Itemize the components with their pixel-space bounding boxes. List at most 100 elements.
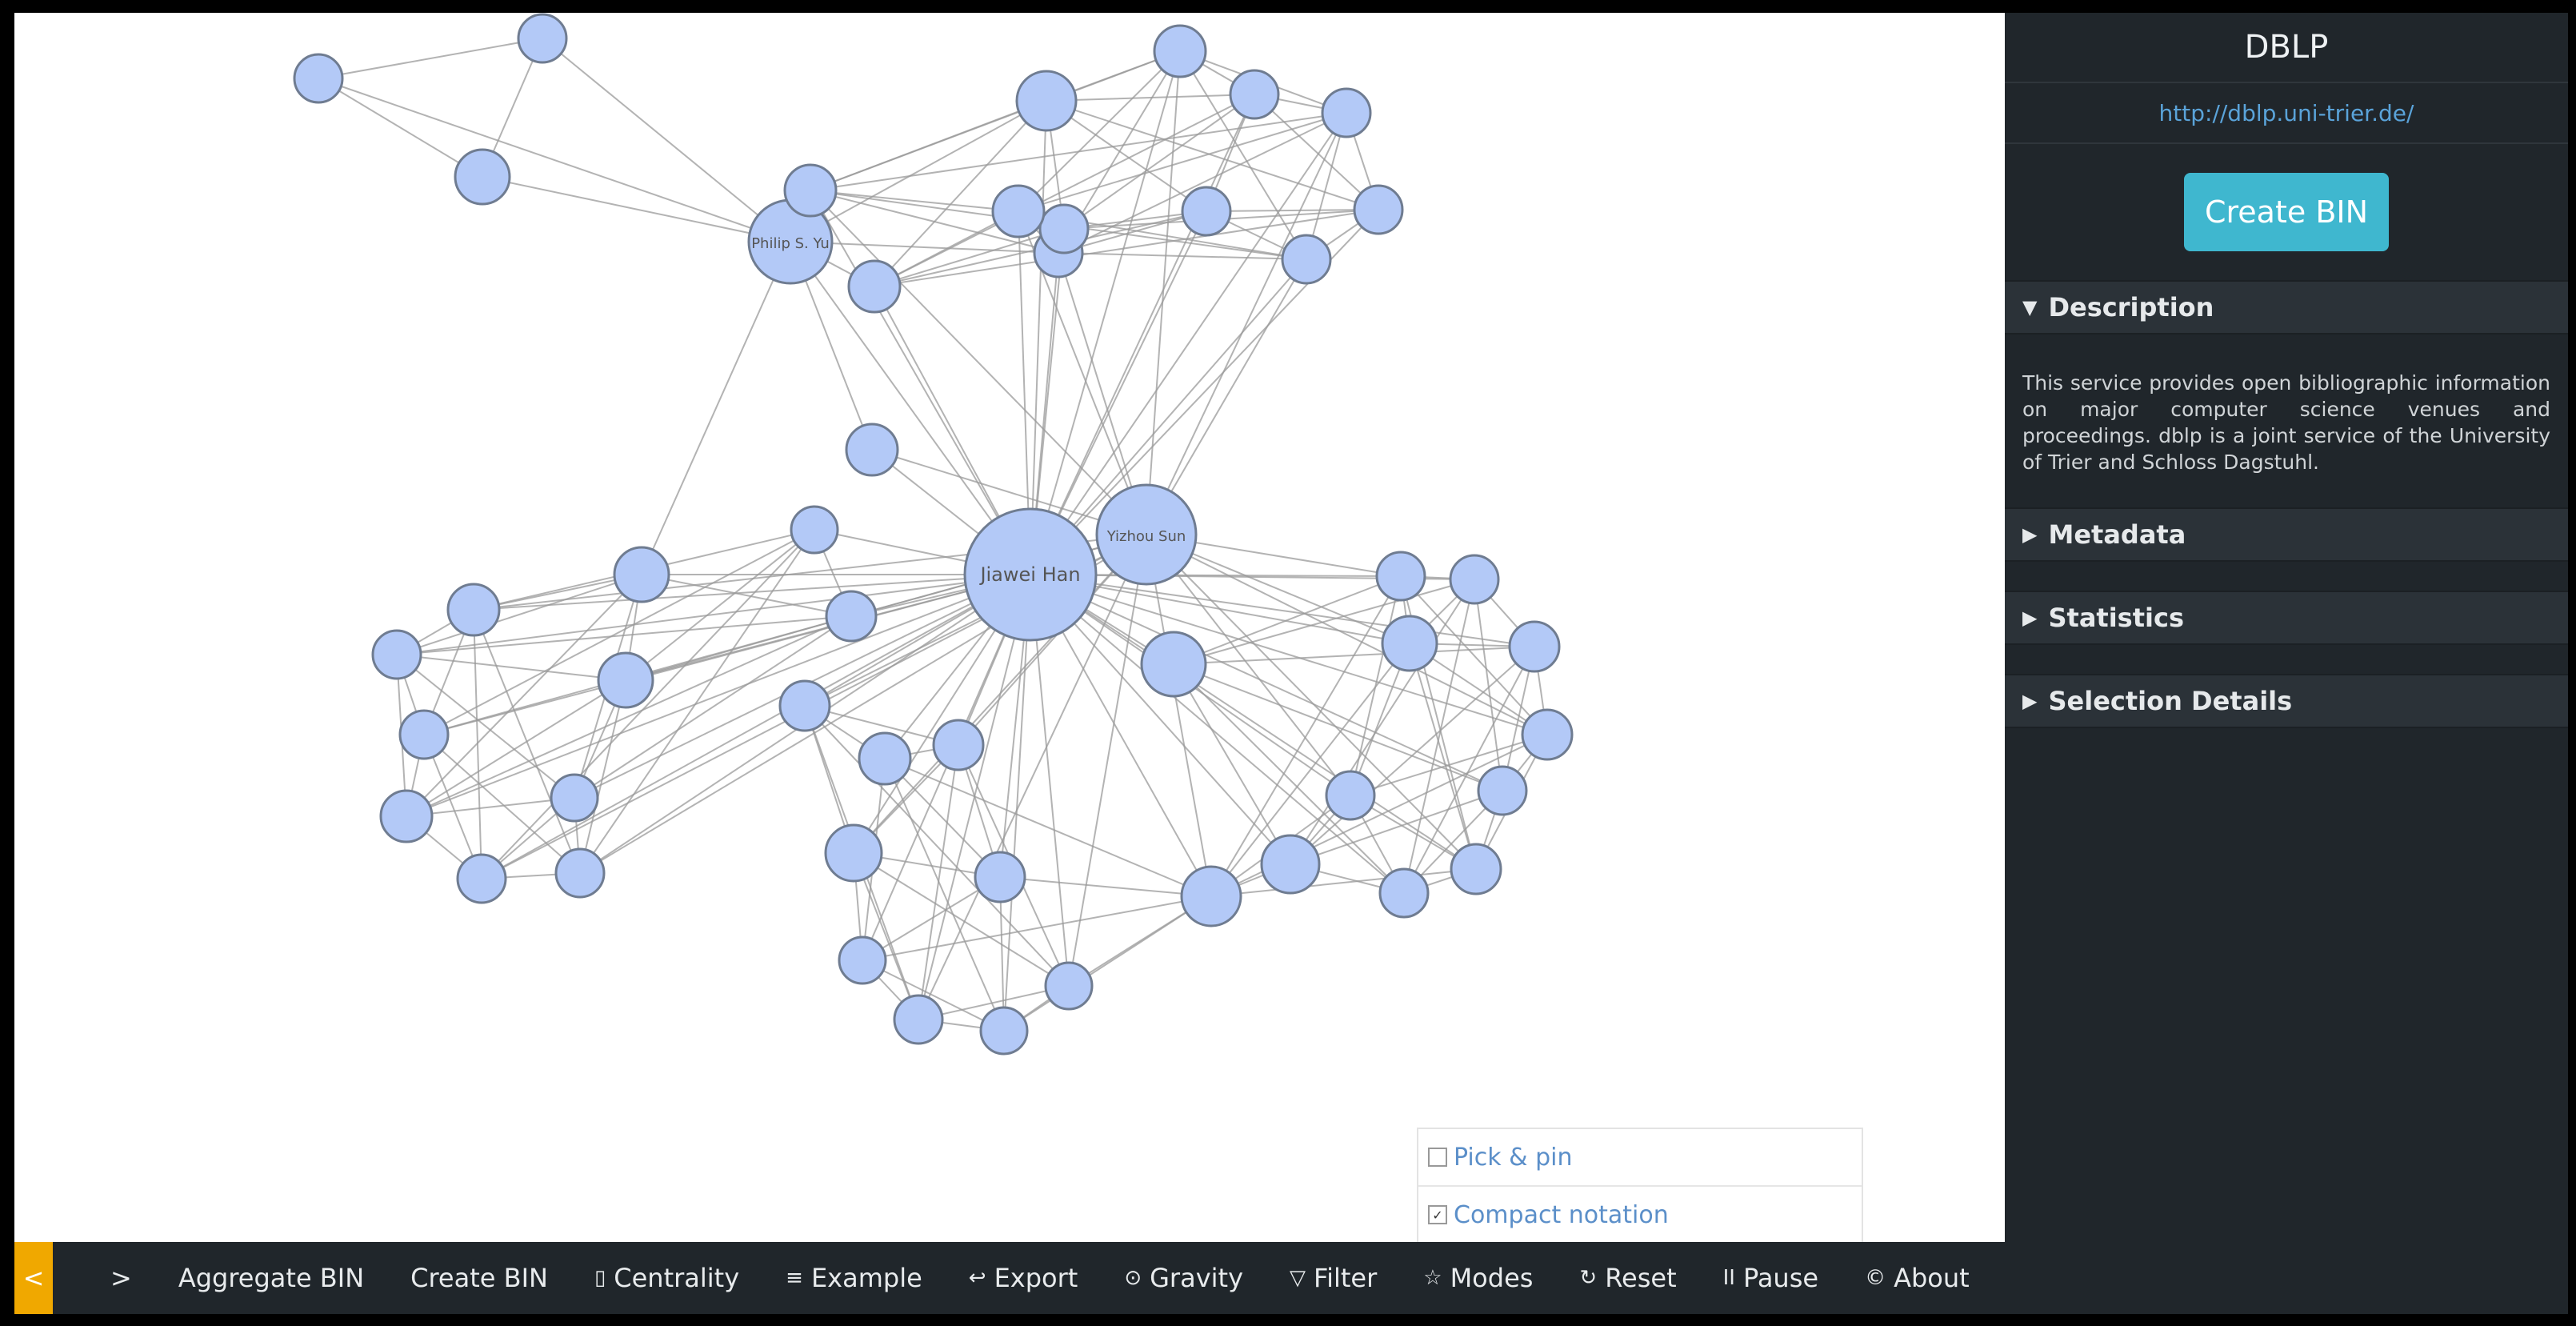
graph-node[interactable] bbox=[1229, 69, 1280, 120]
graph-node[interactable] bbox=[1477, 765, 1528, 816]
graph-edge bbox=[482, 176, 791, 242]
graph-node[interactable] bbox=[1508, 620, 1561, 673]
caret-right-icon: ▶ bbox=[2022, 523, 2038, 546]
graph-node[interactable] bbox=[783, 163, 838, 218]
graph-node[interactable] bbox=[398, 709, 450, 760]
aggregate-bin-button[interactable]: Aggregate BIN bbox=[178, 1263, 364, 1293]
create-bin-toolbar-button[interactable]: Create BIN bbox=[410, 1263, 548, 1293]
graph-edge bbox=[1030, 574, 1548, 735]
graph-edge bbox=[918, 744, 959, 1020]
graph-node[interactable] bbox=[1153, 24, 1207, 78]
graph-node[interactable] bbox=[1353, 184, 1404, 235]
source-link[interactable]: http://dblp.uni-trier.de/ bbox=[2005, 83, 2568, 144]
graph-node[interactable] bbox=[847, 259, 902, 314]
graph-node[interactable] bbox=[824, 823, 883, 883]
graph-node[interactable] bbox=[790, 505, 839, 555]
section-metadata[interactable]: ▶ Metadata bbox=[2005, 507, 2568, 562]
graph-node[interactable] bbox=[1375, 551, 1426, 602]
graph-edge bbox=[1306, 112, 1347, 260]
list-icon: ≡ bbox=[786, 1266, 803, 1290]
graph-edge bbox=[1058, 112, 1347, 254]
graph-node[interactable] bbox=[597, 651, 654, 709]
graph-node[interactable] bbox=[979, 1006, 1029, 1056]
gravity-button[interactable]: ⊙Gravity bbox=[1124, 1263, 1243, 1293]
copyright-icon: © bbox=[1865, 1266, 1886, 1290]
graph-node[interactable] bbox=[454, 148, 511, 206]
graph-node[interactable] bbox=[825, 590, 878, 643]
graph-node[interactable] bbox=[1325, 770, 1376, 821]
prev-button[interactable]: < bbox=[14, 1242, 53, 1314]
next-button[interactable]: > bbox=[110, 1263, 132, 1293]
aggregate-bin-label: Aggregate BIN bbox=[178, 1263, 365, 1293]
pick-pin-checkbox[interactable] bbox=[1428, 1148, 1447, 1167]
graph-node[interactable] bbox=[893, 994, 944, 1045]
graph-node[interactable] bbox=[1180, 865, 1242, 927]
graph-node[interactable] bbox=[371, 629, 422, 680]
pick-pin-option[interactable]: Pick & pin bbox=[1418, 1129, 1862, 1185]
export-button[interactable]: ↩Export bbox=[969, 1263, 1078, 1293]
graph-edge bbox=[862, 959, 1005, 1032]
graph-edge bbox=[999, 876, 1212, 897]
compact-notation-label[interactable]: Compact notation bbox=[1454, 1200, 1669, 1229]
section-statistics[interactable]: ▶ Statistics bbox=[2005, 591, 2568, 645]
graph-node[interactable] bbox=[550, 773, 599, 823]
modes-button[interactable]: ☆Modes bbox=[1423, 1263, 1533, 1293]
filter-button[interactable]: ▽Filter bbox=[1290, 1263, 1377, 1293]
graph-edge bbox=[542, 38, 791, 242]
graph-edge bbox=[1030, 94, 1255, 575]
graph-node-second[interactable] bbox=[1095, 483, 1198, 586]
compact-notation-checkbox[interactable]: ✓ bbox=[1428, 1205, 1447, 1224]
graph-node[interactable] bbox=[974, 851, 1026, 903]
graph-node[interactable] bbox=[1140, 631, 1207, 698]
graph-node[interactable] bbox=[446, 583, 501, 637]
graph-node[interactable] bbox=[1450, 843, 1502, 895]
graph-node[interactable] bbox=[1260, 834, 1321, 895]
graph-node[interactable] bbox=[613, 546, 670, 603]
graph-node[interactable] bbox=[456, 853, 507, 904]
section-description[interactable]: ▼ Description bbox=[2005, 280, 2568, 335]
graph-node[interactable] bbox=[293, 53, 344, 104]
sidebar-title: DBLP bbox=[2005, 13, 2568, 83]
graph-node[interactable] bbox=[379, 789, 434, 843]
graph-node[interactable] bbox=[932, 719, 985, 771]
create-bin-button[interactable]: Create BIN bbox=[2184, 173, 2389, 251]
graph-edge bbox=[423, 734, 482, 879]
graph-edge bbox=[1030, 112, 1347, 575]
graph-node[interactable] bbox=[858, 731, 912, 786]
graph-node[interactable] bbox=[1449, 554, 1500, 605]
graph-node[interactable] bbox=[1378, 867, 1430, 919]
graph-node[interactable] bbox=[778, 679, 831, 732]
graph-node[interactable] bbox=[517, 13, 568, 64]
section-selection-details-label: Selection Details bbox=[2048, 686, 2293, 716]
about-button[interactable]: ©About bbox=[1865, 1263, 1970, 1293]
graph-node[interactable] bbox=[1038, 203, 1090, 254]
graph-node[interactable] bbox=[1521, 708, 1574, 761]
section-selection-details[interactable]: ▶ Selection Details bbox=[2005, 674, 2568, 728]
graph-node[interactable] bbox=[554, 847, 606, 899]
graph-node[interactable] bbox=[1321, 87, 1372, 138]
pick-pin-label[interactable]: Pick & pin bbox=[1454, 1143, 1573, 1172]
graph-edge bbox=[1146, 50, 1181, 535]
graph-edge bbox=[574, 615, 852, 799]
graph-node[interactable] bbox=[1044, 961, 1094, 1011]
graph-node[interactable] bbox=[845, 423, 899, 477]
graph-node[interactable] bbox=[1281, 234, 1332, 285]
graph-node[interactable] bbox=[1381, 615, 1438, 672]
graph-edge bbox=[1206, 209, 1379, 212]
graph-node[interactable] bbox=[1181, 186, 1232, 237]
graph-node-hub[interactable] bbox=[963, 507, 1098, 642]
graph-node[interactable] bbox=[838, 935, 887, 985]
centrality-button[interactable]: ▯ Centrality bbox=[594, 1263, 739, 1293]
graph-node[interactable] bbox=[1015, 70, 1078, 132]
centrality-label: Centrality bbox=[614, 1263, 740, 1293]
compact-notation-option[interactable]: ✓ Compact notation bbox=[1418, 1185, 1862, 1243]
graph-node[interactable] bbox=[991, 184, 1046, 238]
example-button[interactable]: ≡Example bbox=[786, 1263, 922, 1293]
centrality-icon: ▯ bbox=[594, 1266, 606, 1290]
reset-button[interactable]: ↻Reset bbox=[1579, 1263, 1676, 1293]
graph-edge bbox=[790, 241, 1031, 575]
